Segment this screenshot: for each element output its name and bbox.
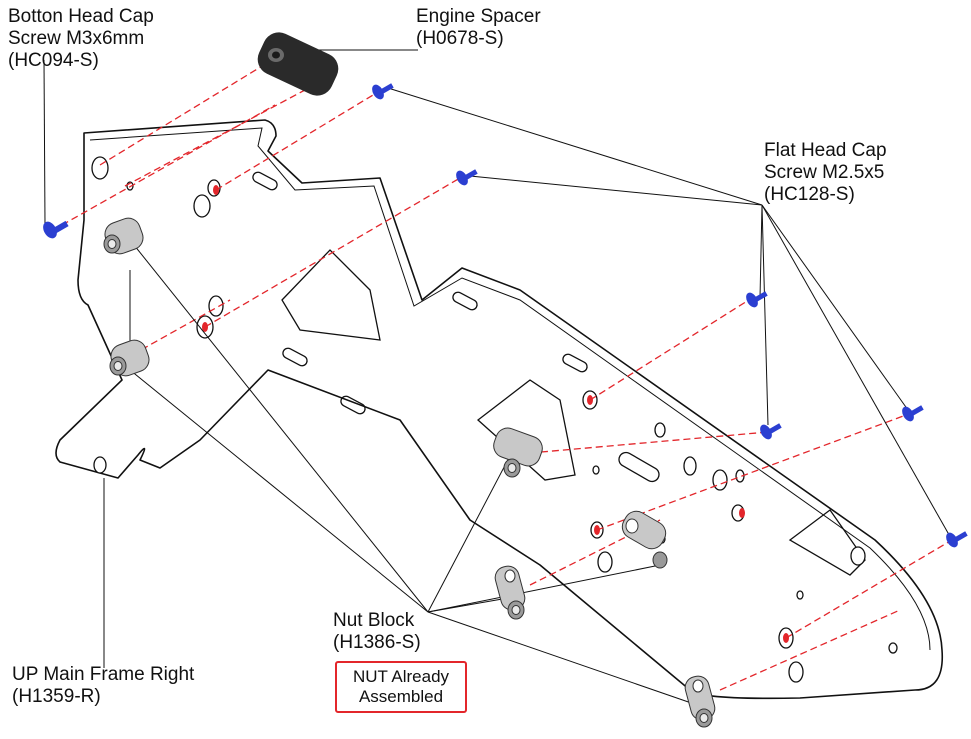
note-line: NUT Already <box>352 667 450 686</box>
frame-cutout-middle <box>476 379 576 481</box>
label-line: Botton Head Cap <box>8 6 154 27</box>
label-line: Screw M2.5x5 <box>764 162 885 183</box>
note-line: Assembled <box>358 687 444 706</box>
label-line: UP Main Frame Right <box>12 664 195 685</box>
flat-head-screw-1 <box>372 83 394 100</box>
label-main-frame: UP Main Frame Right (H1359-R) <box>12 664 194 708</box>
label-line: Engine Spacer <box>416 6 541 27</box>
engine-spacer <box>257 32 339 96</box>
screws <box>43 83 968 548</box>
label-button-head-screw: Botton Head Cap Screw M3x6mm (HC094-S) <box>8 6 154 72</box>
nut-assembled-note: NUT Already Assembled <box>335 661 467 713</box>
frame-plate-outline <box>55 119 944 700</box>
button-head-screw <box>43 220 69 239</box>
label-nut-block: Nut Block (H1386-S) <box>333 610 421 654</box>
frame-slots <box>252 171 660 483</box>
label-line: Flat Head Cap <box>764 140 887 161</box>
flat-head-screw-5 <box>902 405 924 422</box>
flat-head-screw-2 <box>456 169 478 186</box>
frame-holes <box>91 156 898 683</box>
frame-plate-inner-edge <box>89 127 931 651</box>
frame-cutout-upper <box>281 249 381 341</box>
nut-block-5 <box>621 510 668 569</box>
flat-head-screw-6 <box>946 531 968 548</box>
label-engine-spacer: Engine Spacer (H0678-S) <box>416 6 541 50</box>
nut-blocks <box>103 217 716 728</box>
label-flat-head-screw: Flat Head Cap Screw M2.5x5 (HC128-S) <box>764 140 887 206</box>
label-line: (HC094-S) <box>8 50 99 71</box>
label-line: Screw M3x6mm <box>8 28 145 49</box>
label-line: (H0678-S) <box>416 28 504 49</box>
flat-head-screw-4 <box>760 423 782 440</box>
guide-lines <box>61 59 953 691</box>
flat-head-screw-3 <box>746 291 768 308</box>
nut-block-2 <box>109 339 150 377</box>
label-line: (H1359-R) <box>12 686 101 707</box>
label-line: (HC128-S) <box>764 184 855 205</box>
label-line: (H1386-S) <box>333 632 421 653</box>
frame-cutout-lower <box>788 509 866 576</box>
nut-block-3 <box>493 427 543 478</box>
leader-lines <box>43 49 953 707</box>
nut-block-4 <box>494 565 526 620</box>
nut-block-1 <box>103 217 144 255</box>
nut-block-6 <box>684 675 716 728</box>
label-line: Nut Block <box>333 610 415 631</box>
